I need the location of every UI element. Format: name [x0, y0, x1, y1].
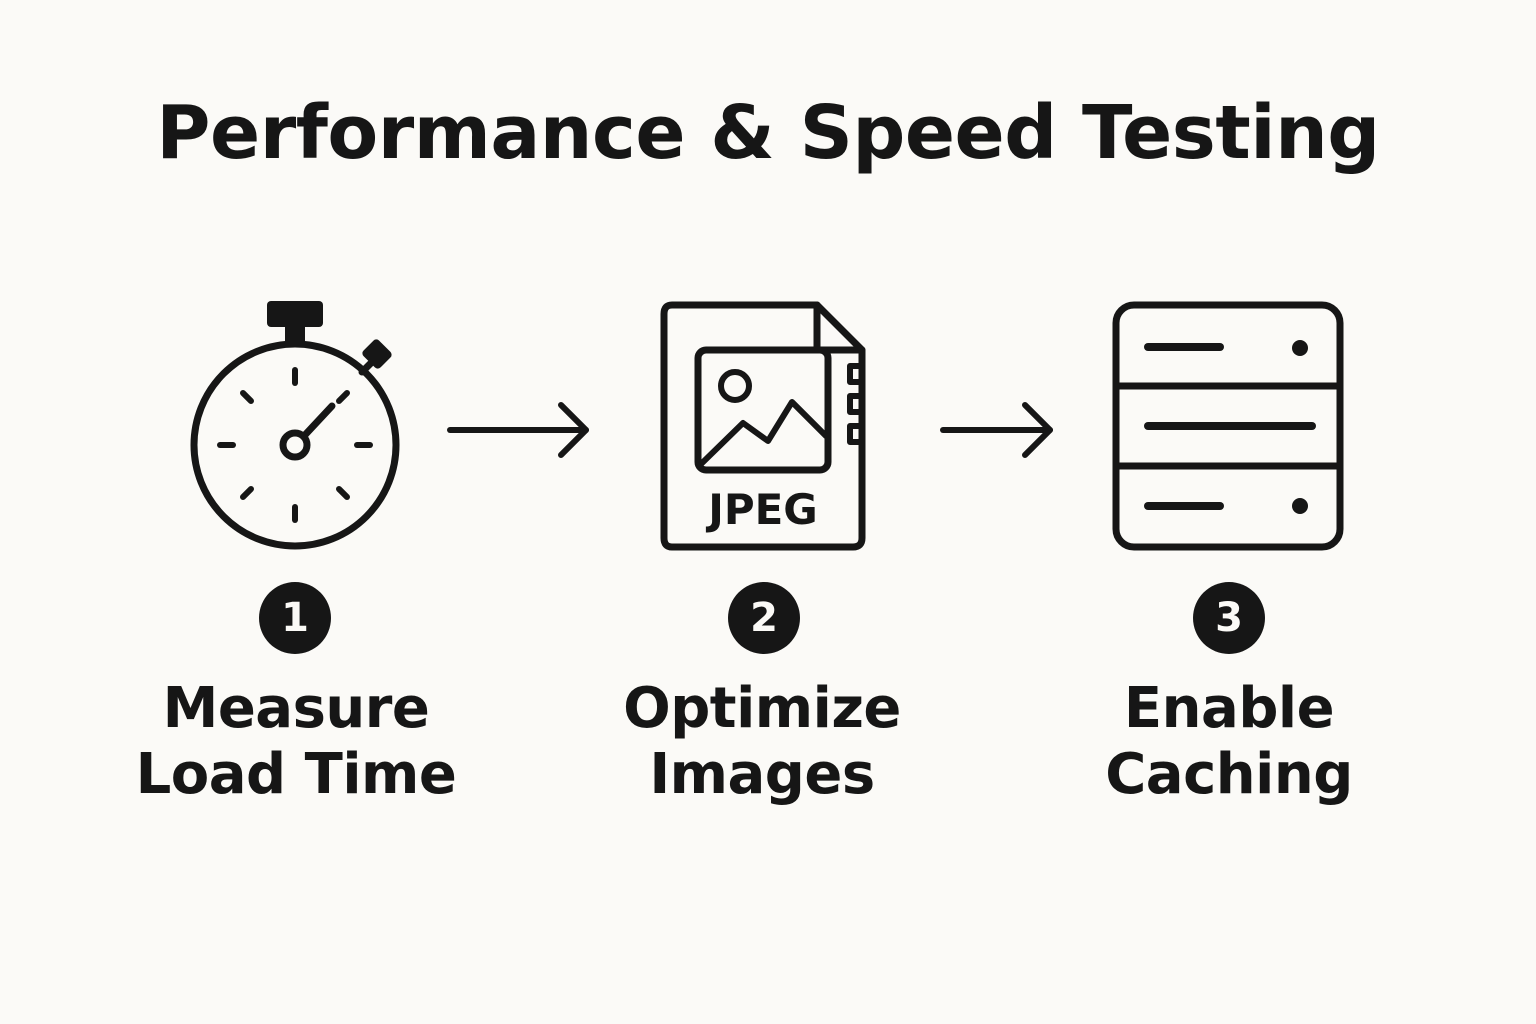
- step-1-label-line-1: Measure: [162, 676, 430, 741]
- step-3-label-line-1: Enable: [1123, 676, 1335, 741]
- step-3-label: Enable Caching: [1039, 676, 1419, 808]
- jpeg-file-icon: JPEG: [660, 301, 866, 551]
- step-2-label-line-1: Optimize: [623, 676, 901, 741]
- step-2-label-line-2: Images: [649, 742, 875, 807]
- step-2-number-badge: 2: [728, 582, 800, 654]
- step-3-label-line-2: Caching: [1105, 742, 1353, 807]
- stopwatch-icon: [190, 301, 400, 550]
- step-3-number-badge: 3: [1193, 582, 1265, 654]
- arrow-right-icon: [447, 402, 589, 458]
- step-1-label: Measure Load Time: [106, 676, 486, 808]
- step-2-label: Optimize Images: [572, 676, 952, 808]
- step-1-label-line-2: Load Time: [135, 742, 457, 807]
- jpeg-label: JPEG: [705, 485, 818, 534]
- page-title: Performance & Speed Testing: [156, 90, 1380, 176]
- server-icon: [1112, 301, 1344, 551]
- step-1-number-badge: 1: [259, 582, 331, 654]
- arrow-right-icon: [940, 402, 1053, 458]
